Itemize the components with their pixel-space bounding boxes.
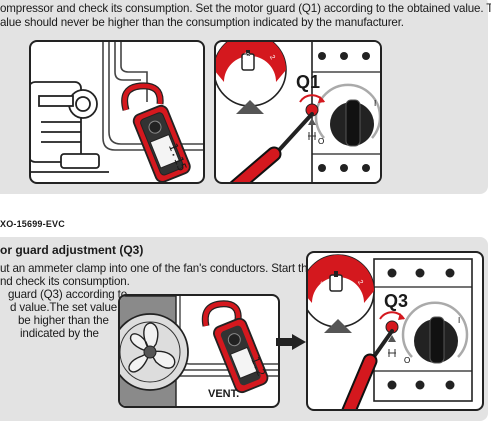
fan-icon bbox=[120, 296, 188, 406]
document-code: XO-15699-EVC bbox=[0, 219, 65, 229]
breaker-label: Q1 bbox=[296, 72, 320, 93]
instruction-text-line: nd check its consumption. bbox=[0, 275, 130, 289]
motor-guard-illustration-q1: I O Q1 1.6 2 bbox=[214, 40, 382, 184]
motor-guard-illustration-q3: I O Q3 1.6 2 bbox=[306, 251, 484, 411]
screwdriver-icon bbox=[232, 114, 312, 182]
fan-illustration: 1.2 VENT. bbox=[118, 294, 280, 408]
breaker-label: Q3 bbox=[384, 291, 408, 312]
instruction-text-line: ompressor and check its consumption. Set… bbox=[0, 2, 491, 16]
svg-text:I: I bbox=[374, 99, 376, 108]
fan-label: VENT. bbox=[208, 388, 239, 400]
instruction-text-line: alue should never be higher than the con… bbox=[0, 16, 404, 30]
instruction-text-line: ut an ammeter clamp into one of the fan'… bbox=[0, 262, 314, 276]
instruction-text-line: indicated by the bbox=[20, 327, 99, 341]
clamp-meter-icon bbox=[205, 304, 269, 394]
instruction-text-line: d value.The set value bbox=[10, 301, 117, 315]
svg-text:O: O bbox=[318, 137, 324, 146]
svg-text:O: O bbox=[404, 356, 410, 365]
svg-text:I: I bbox=[458, 316, 460, 325]
compressor-icon bbox=[31, 82, 109, 172]
section-title: or guard adjustment (Q3) bbox=[0, 243, 143, 257]
instruction-text-line: guard (Q3) according to bbox=[8, 288, 127, 302]
compressor-illustration: 1.15 bbox=[29, 40, 205, 184]
instruction-text-line: be higher than the bbox=[18, 314, 109, 328]
arrow-right-icon bbox=[276, 334, 306, 350]
